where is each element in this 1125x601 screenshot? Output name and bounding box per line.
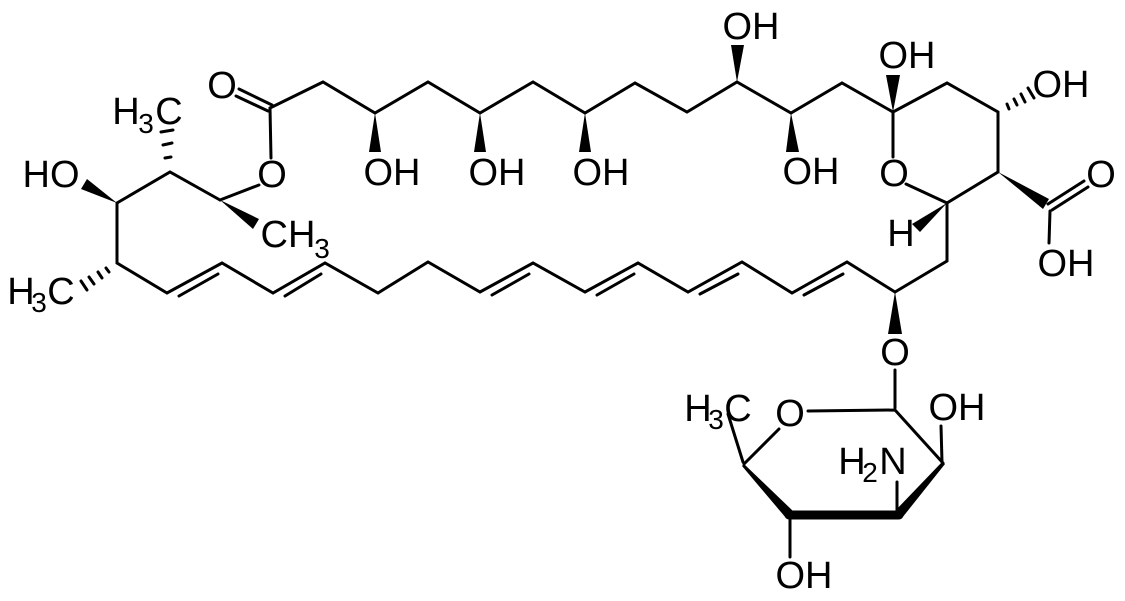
wedge-bonds bbox=[81, 45, 1049, 518]
bond-ester-carbonyl-double bbox=[234, 87, 274, 113]
svg-text:C: C bbox=[155, 91, 182, 133]
svg-text:3: 3 bbox=[314, 233, 330, 264]
hashed-wedge-methyl-upper bbox=[159, 128, 175, 160]
label-oh-sugar-c2: OH bbox=[929, 387, 986, 429]
wedge-oh-macro-4 bbox=[786, 113, 799, 152]
label-methyl-ester: CH 3 bbox=[261, 214, 330, 264]
wedge-sugar-right-edge bbox=[894, 462, 945, 518]
label-oh-macro-1: OH bbox=[364, 152, 421, 194]
bond-polyene-chain bbox=[115, 170, 897, 295]
svg-text:2: 2 bbox=[862, 457, 878, 488]
wedge-sugar-left-edge bbox=[742, 464, 794, 518]
svg-text:H: H bbox=[684, 388, 711, 430]
label-methyl-sugar: H 3 C bbox=[684, 388, 751, 435]
label-acid-carbonyl-o: O bbox=[1086, 154, 1116, 196]
bond-ester-linkage bbox=[218, 106, 273, 202]
label-oh-macro-2: OH bbox=[469, 152, 526, 194]
wedge-carboxyl bbox=[998, 172, 1049, 209]
svg-text:CH: CH bbox=[261, 214, 316, 256]
svg-text:3: 3 bbox=[138, 108, 154, 139]
svg-text:3: 3 bbox=[708, 404, 724, 435]
label-pyran-ring-o: O bbox=[879, 153, 909, 195]
wedge-oh-macro-1 bbox=[369, 113, 381, 152]
bond-sugar-ring-plain bbox=[726, 368, 945, 559]
label-oh-macro-4: OH bbox=[783, 151, 840, 193]
bond-pyran-ring-oxygen-links bbox=[891, 110, 949, 205]
svg-text:C: C bbox=[724, 388, 751, 430]
label-glycosidic-o: O bbox=[880, 332, 910, 374]
wedge-oh-macro-top bbox=[731, 45, 744, 82]
atom-labels: O O H 3 C HO CH 3 H 3 C OH OH OH OH OH O… bbox=[7, 6, 1116, 597]
label-methyl-lower-left: H 3 C bbox=[7, 271, 74, 318]
wedge-h-stereo bbox=[912, 203, 947, 232]
label-oh-macro-3: OH bbox=[573, 152, 630, 194]
svg-text:3: 3 bbox=[31, 287, 47, 318]
label-oh-macro-top: OH bbox=[723, 6, 780, 48]
label-amine-sugar: H 2 N bbox=[838, 441, 906, 488]
bond-polyene-double-inner-lines bbox=[177, 272, 845, 298]
svg-text:C: C bbox=[47, 271, 74, 313]
bond-acid-hydroxyl bbox=[1047, 209, 1052, 245]
label-ester-o: O bbox=[257, 154, 287, 196]
svg-text:H: H bbox=[7, 271, 34, 313]
label-hydroxyl-left: HO bbox=[23, 154, 80, 196]
wedge-oh-hemiketal bbox=[886, 75, 900, 112]
label-h-stereo: H bbox=[887, 213, 914, 255]
label-oh-pyran: OH bbox=[1033, 64, 1090, 106]
svg-text:H: H bbox=[112, 91, 139, 133]
svg-text:N: N bbox=[879, 441, 906, 483]
wedge-ho-left bbox=[81, 179, 117, 203]
label-sugar-ring-o: O bbox=[775, 393, 805, 435]
bond-acid-carbonyl-double bbox=[1046, 179, 1090, 212]
label-oh-acid: OH bbox=[1038, 243, 1095, 285]
wedge-oh-macro-2 bbox=[474, 113, 486, 152]
label-methyl-upper-left: H 3 C bbox=[112, 91, 182, 139]
wedge-glycosidic-o bbox=[888, 292, 902, 334]
wedge-oh-macro-3 bbox=[579, 113, 591, 152]
label-ester-carbonyl-o: O bbox=[207, 65, 237, 107]
svg-text:H: H bbox=[838, 441, 865, 483]
hashed-wedge-pyran-oh bbox=[1005, 86, 1036, 111]
wedge-ch3-ester bbox=[220, 200, 259, 229]
hashed-wedge-methyl-lower bbox=[79, 266, 111, 292]
label-oh-hemiketal: OH bbox=[879, 35, 936, 77]
label-oh-sugar-c4: OH bbox=[776, 555, 833, 597]
